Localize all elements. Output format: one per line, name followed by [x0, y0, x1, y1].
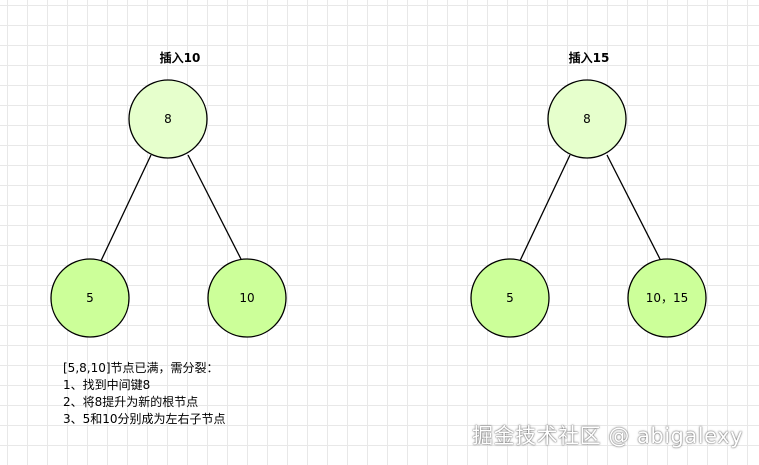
- root-node-label: 8: [583, 112, 591, 126]
- split-explanation-note: [5,8,10]节点已满，需分裂： 1、找到中间键8 2、将8提升为新的根节点 …: [63, 360, 226, 428]
- note-line: [5,8,10]节点已满，需分裂：: [63, 361, 219, 375]
- right-child-node: [207, 258, 287, 338]
- panel-1-title: 插入10: [160, 50, 201, 65]
- right-child-label: 10，15: [646, 291, 689, 305]
- left-child-node: [470, 258, 550, 338]
- left-child-label: 5: [506, 291, 514, 305]
- note-line: 2、将8提升为新的根节点: [63, 395, 199, 409]
- right-child-node: [627, 258, 707, 338]
- panel-2-title: 插入15: [569, 50, 610, 65]
- right-child-label: 10: [239, 291, 254, 305]
- edge-root-right: [606, 154, 663, 264]
- edge-root-left: [517, 154, 571, 266]
- left-child-label: 5: [86, 291, 94, 305]
- panel-insert-10: 插入10 8 5 10: [50, 50, 287, 338]
- root-node-label: 8: [164, 112, 172, 126]
- root-node: [547, 79, 627, 159]
- root-node: [128, 79, 208, 159]
- note-line: 1、找到中间键8: [63, 378, 151, 392]
- edge-root-left: [98, 154, 152, 266]
- left-child-node: [50, 258, 130, 338]
- panel-insert-15: 插入15 8 5 10，15: [470, 50, 707, 338]
- edge-root-right: [187, 154, 244, 264]
- watermark: 掘金技术社区 @ abigalexy: [472, 424, 743, 448]
- note-line: 3、5和10分别成为左右子节点: [63, 412, 226, 426]
